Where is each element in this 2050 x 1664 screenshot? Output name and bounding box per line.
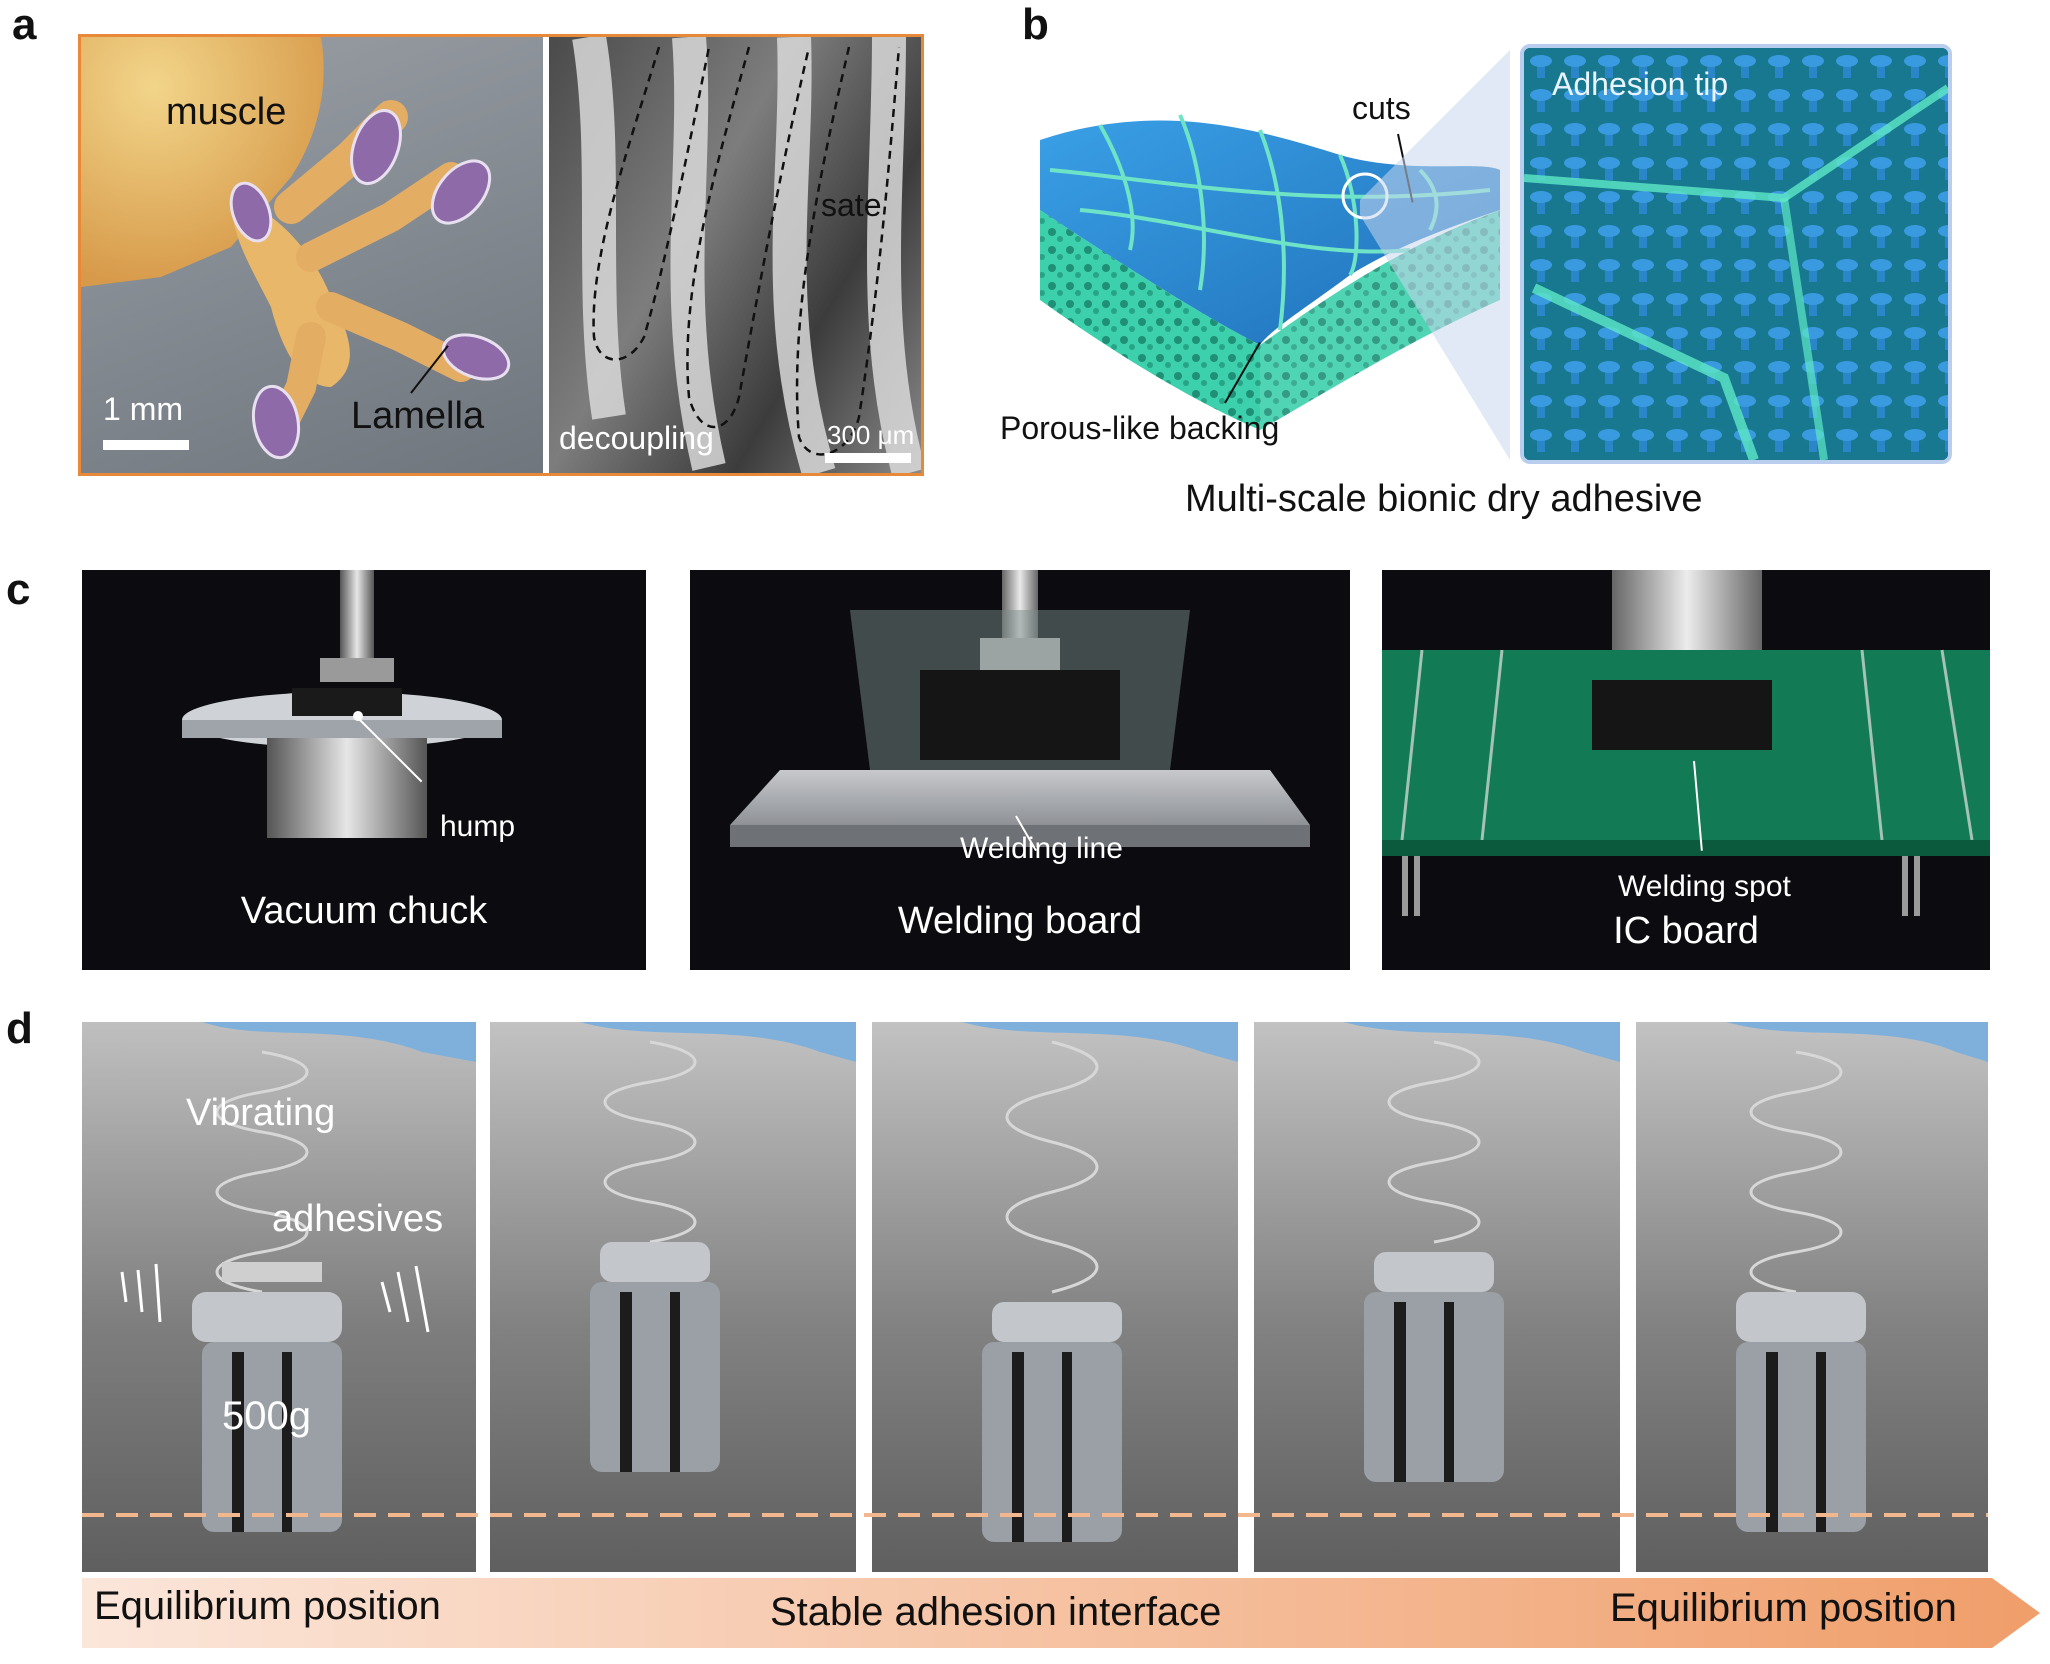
zoom-connector [1360, 50, 1510, 460]
gecko-foot-drawing [81, 37, 511, 460]
arrow-middle-label: Stable adhesion interface [770, 1590, 1222, 1634]
welding-line-label: Welding line [960, 832, 1123, 865]
hump-label: hump [440, 810, 516, 843]
weight-label: 500g [222, 1394, 311, 1438]
frame-5-drawing [1726, 1022, 1988, 1532]
welding-board-caption: Welding board [897, 900, 1143, 942]
scale-bar-left [103, 440, 189, 450]
welding-spot-label: Welding spot [1618, 870, 1791, 903]
panel-a-letter: a [12, 0, 37, 49]
scale-bar-left-label: 1 mm [103, 391, 183, 427]
vacuum-chuck-caption: Vacuum chuck [240, 890, 488, 932]
frame-2-drawing [580, 1022, 856, 1472]
ic-board-drawing [1382, 570, 1990, 916]
welding-board-drawing [730, 570, 1310, 847]
gecko-foot-photo: muscle Lamella 1 mm [81, 37, 543, 473]
welding-board-photo: Welding line Welding board [690, 570, 1350, 970]
panel-d-letter: d [6, 1004, 33, 1053]
arrow-left-label: Equilibrium position [94, 1584, 441, 1628]
sate-label: sate [821, 187, 882, 223]
vibration-marks [120, 1263, 430, 1333]
vibration-frame-5 [1636, 1022, 1988, 1572]
panel-b-caption: Multi-scale bionic dry adhesive [1185, 478, 1703, 520]
frame-1-drawing [192, 1022, 476, 1532]
adhesion-tip-label: Adhesion tip [1552, 66, 1729, 102]
panel-b-letter: b [1022, 0, 1049, 49]
panel-a-frame: muscle Lamella 1 mm sate decoupling 300 … [78, 34, 924, 476]
scale-bar-right [825, 453, 911, 463]
panel-c-letter: c [6, 565, 31, 614]
frame-4-drawing [1344, 1022, 1620, 1482]
ic-board-photo: Welding spot IC board [1382, 570, 1990, 970]
panel-a-divider [543, 37, 549, 473]
porous-backing-label: Porous-like backing [1000, 410, 1280, 446]
vibration-frame-2 [490, 1022, 856, 1572]
cuts-label: cuts [1352, 90, 1411, 126]
adhesives-label: adhesives [272, 1198, 444, 1240]
vibrating-label: Vibrating [186, 1092, 336, 1134]
equilibrium-dashed-line [82, 1513, 1988, 1517]
vibration-frame-4 [1254, 1022, 1620, 1572]
frame-3-drawing [962, 1022, 1238, 1542]
arrow-right-label: Equilibrium position [1610, 1586, 1957, 1630]
sem-lamella-photo: sate decoupling 300 μm [549, 37, 921, 473]
decoupling-label: decoupling [559, 420, 714, 456]
adhesion-tip-drawing [1524, 48, 1948, 460]
vacuum-chuck-photo: hump Vacuum chuck [82, 570, 646, 970]
lamella-label: Lamella [351, 395, 485, 437]
timeline-arrow [82, 1578, 2040, 1648]
ic-board-caption: IC board [1613, 910, 1759, 952]
adhesion-tip-zoom-photo: Adhesion tip [1520, 44, 1952, 464]
muscle-label: muscle [166, 91, 287, 133]
sem-lamella-drawing [572, 37, 921, 473]
vibration-frame-3 [872, 1022, 1238, 1572]
vacuum-chuck-drawing [182, 570, 502, 838]
vibration-frame-1: Vibrating adhesives 500g [82, 1022, 476, 1572]
scale-bar-right-label: 300 μm [827, 420, 915, 450]
